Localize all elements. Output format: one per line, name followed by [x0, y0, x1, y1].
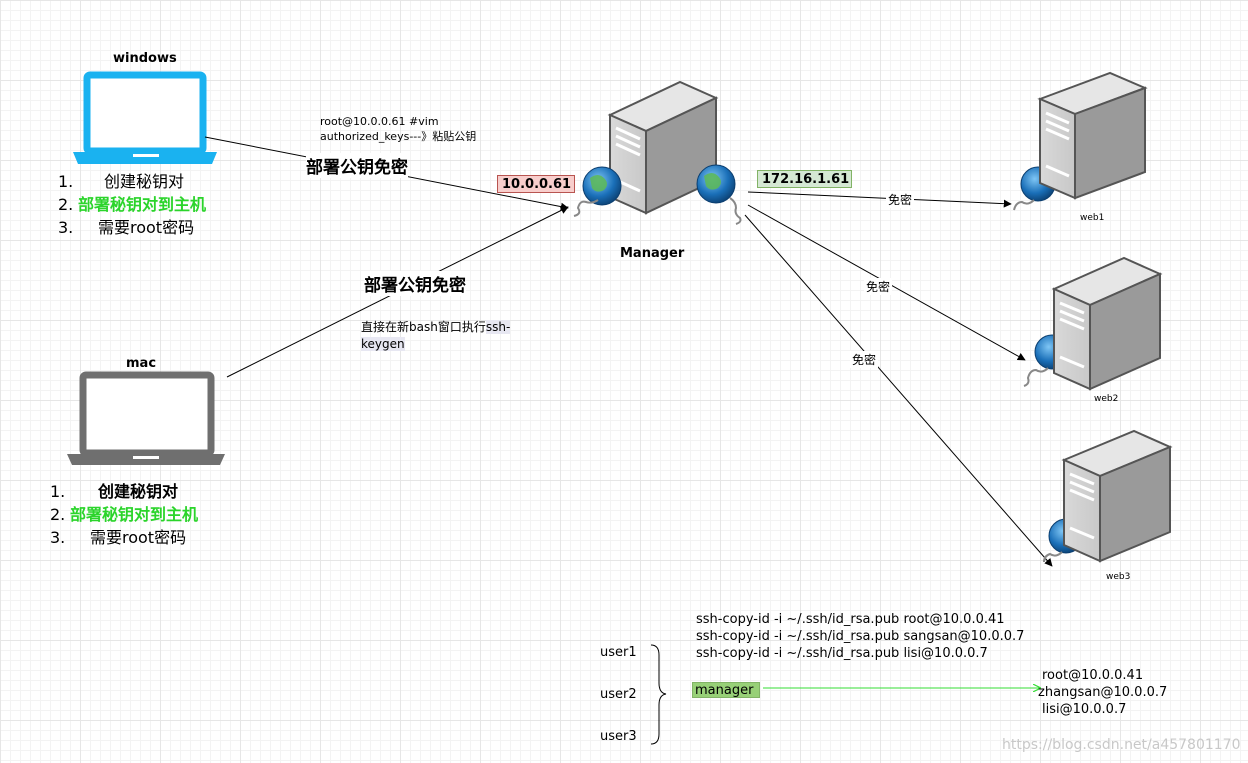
- mac-cmd-annotation: 直接在新bash窗口执行ssh- keygen: [361, 320, 511, 351]
- windows-label: windows: [113, 51, 177, 66]
- edge-manager-to-web1: [747, 191, 1012, 208]
- list-item: 1.创建秘钥对: [50, 482, 179, 501]
- target-line: lisi@10.0.0.7: [1042, 702, 1127, 717]
- web1-server-icon: [1013, 71, 1148, 211]
- web2-server-icon: [1023, 256, 1163, 391]
- manager-ip-internal: 10.0.0.61: [497, 175, 575, 193]
- list-item: 2.部署秘钥对到主机: [58, 195, 207, 214]
- target-line: zhangsan@10.0.0.7: [1038, 685, 1168, 700]
- edge-label-web3: 免密: [850, 351, 879, 368]
- web1-label: web1: [1080, 213, 1105, 223]
- mac-laptop-icon: [67, 371, 225, 465]
- edge-label-web2: 免密: [864, 278, 893, 295]
- manager-globe-right-icon: [696, 164, 742, 225]
- command-line: ssh-copy-id -i ~/.ssh/id_rsa.pub lisi@10…: [696, 646, 988, 661]
- web3-server-icon: [1043, 429, 1173, 563]
- mac-deploy-label: 部署公钥免密: [364, 271, 466, 296]
- manager-ip-external: 172.16.1.61: [757, 170, 852, 188]
- user2-label: user2: [600, 687, 637, 702]
- list-item: 3.需要root密码: [50, 528, 187, 547]
- watermark-text: https://blog.csdn.net/a457801170: [1002, 737, 1241, 753]
- web2-label: web2: [1094, 394, 1119, 404]
- mac-steps-list: 1.创建秘钥对 2.部署秘钥对到主机 3.需要root密码: [50, 480, 270, 549]
- edge-label-web1: 免密: [886, 191, 915, 208]
- web3-label: web3: [1106, 572, 1131, 582]
- list-item: 1.创建秘钥对: [58, 172, 185, 191]
- manager-box: manager: [692, 682, 760, 698]
- manager-globe-left-icon: [573, 166, 622, 217]
- list-item: 3.需要root密码: [58, 218, 195, 237]
- edge-manager-to-web3: [744, 214, 1053, 567]
- windows-deploy-label: 部署公钥免密: [306, 153, 408, 178]
- manager-label: Manager: [620, 246, 685, 261]
- command-line: ssh-copy-id -i ~/.ssh/id_rsa.pub sangsan…: [696, 629, 1025, 644]
- target-line: root@10.0.0.41: [1042, 668, 1144, 683]
- windows-cmd-annotation: root@10.0.0.61 #vim authorized_keys---》粘…: [320, 115, 477, 143]
- user3-label: user3: [600, 729, 637, 744]
- mac-label: mac: [126, 356, 157, 371]
- list-item: 2.部署秘钥对到主机: [50, 505, 199, 524]
- users-curly-brace: [650, 644, 667, 745]
- windows-steps-list: 1.创建秘钥对 2.部署秘钥对到主机 3.需要root密码: [58, 170, 278, 239]
- ssh-copy-id-commands: ssh-copy-id -i ~/.ssh/id_rsa.pub root@10…: [696, 611, 1024, 662]
- windows-laptop-icon: [73, 71, 217, 164]
- manager-server-icon: [607, 80, 719, 215]
- target-accounts: root@10.0.0.41 zhangsan@10.0.0.7 lisi@10…: [1038, 667, 1167, 718]
- command-line: ssh-copy-id -i ~/.ssh/id_rsa.pub root@10…: [696, 612, 1005, 627]
- user1-label: user1: [600, 645, 637, 660]
